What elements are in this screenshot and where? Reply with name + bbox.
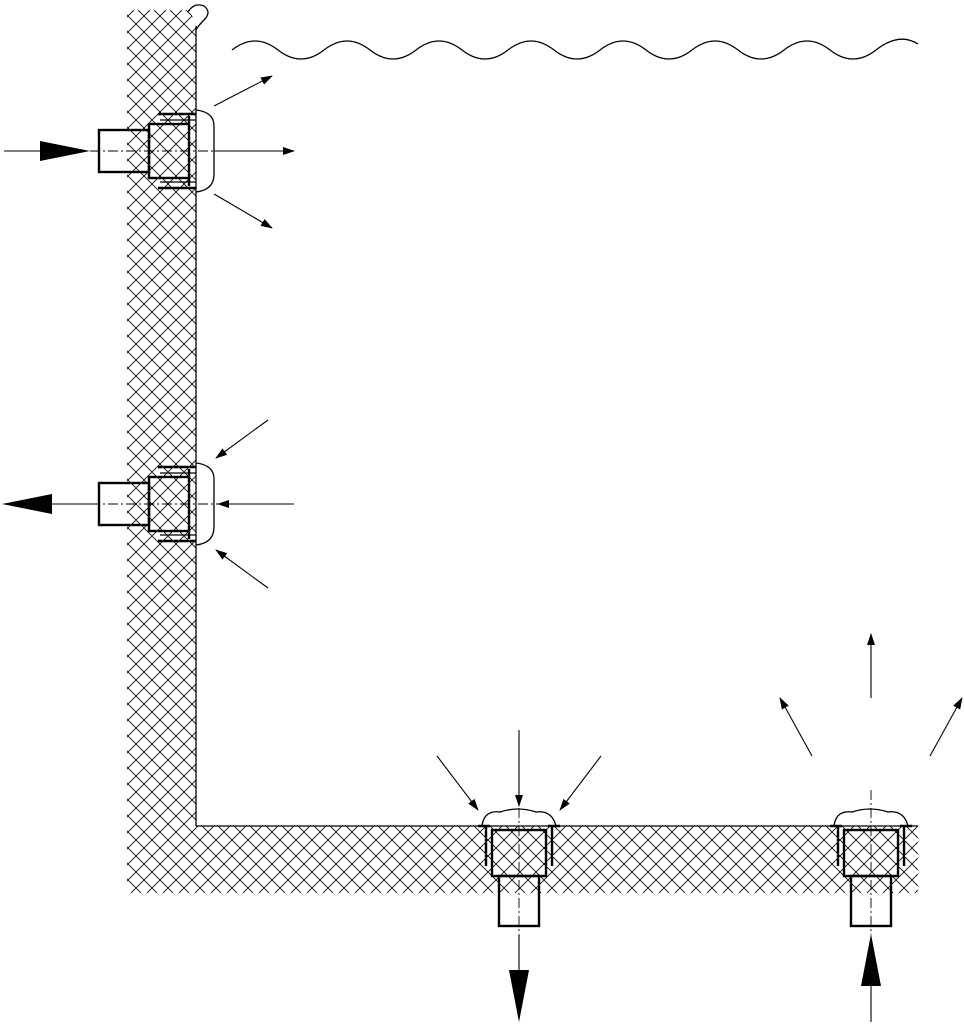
drain-outflow-arrow bbox=[509, 935, 529, 1022]
inlet-jet-arrow-up bbox=[213, 75, 273, 107]
floor-jet-arrow-left bbox=[779, 697, 813, 757]
floor-inlet-supply-arrow bbox=[861, 934, 881, 1022]
inlet-jet-arrow-down bbox=[213, 193, 273, 229]
floor-inlet bbox=[830, 790, 912, 935]
drain-suction-arrow-right bbox=[559, 755, 602, 811]
outlet-return-arrow bbox=[2, 494, 98, 514]
drain-suction-arrow-left bbox=[436, 755, 479, 811]
outlet-suction-arrow-up bbox=[215, 419, 269, 459]
nozzle-eyeball bbox=[195, 109, 215, 193]
floor-inlet-cover bbox=[833, 808, 909, 827]
floor-jet-arrow-right bbox=[929, 697, 963, 757]
drain-cover bbox=[481, 808, 557, 827]
outlet-grate bbox=[195, 462, 215, 546]
concrete-structure bbox=[127, 10, 918, 893]
water-surface bbox=[231, 38, 919, 60]
floor-main-drain bbox=[478, 790, 560, 935]
wall-coping bbox=[187, 4, 209, 31]
wall-skimmer-outlet bbox=[90, 462, 222, 546]
wall-inlet-nozzle bbox=[90, 109, 222, 193]
outlet-suction-arrow-down bbox=[215, 549, 269, 589]
inlet-supply-arrow bbox=[4, 141, 90, 161]
